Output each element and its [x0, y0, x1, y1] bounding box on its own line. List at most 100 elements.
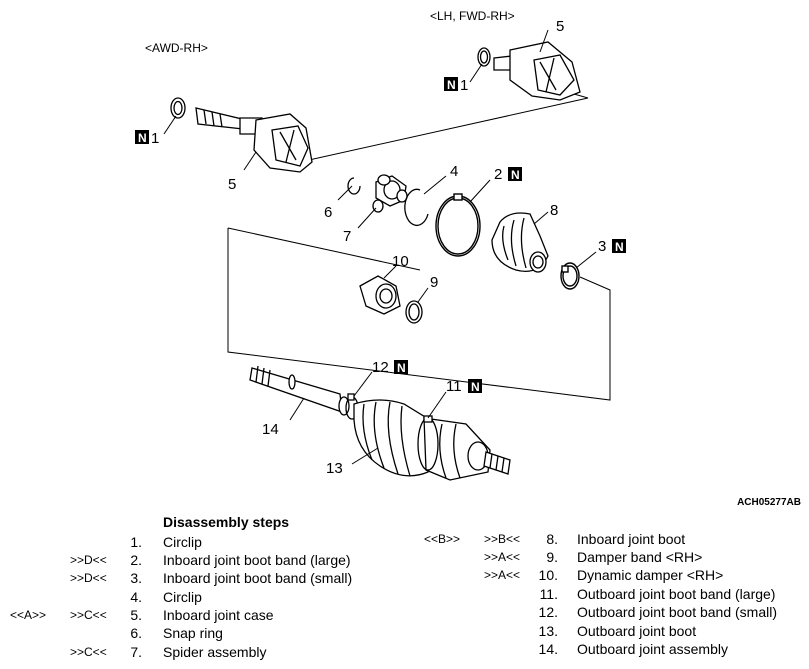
step-name: Inboard joint case: [163, 607, 274, 623]
new-part-mark-text: N: [397, 361, 406, 375]
step-number: 10.: [538, 567, 558, 583]
callouts: N 1 N 1 5 5 6 7 4 2 N 8 3 N 10 9 12 N 11…: [135, 18, 626, 477]
callout-12: 12: [372, 359, 389, 376]
new-part-mark: [612, 239, 626, 253]
callout-4: 4: [450, 163, 458, 180]
new-part-mark: [508, 167, 522, 181]
callout-5-awd: 5: [228, 176, 236, 193]
boot-band-small: [560, 262, 580, 290]
step-name: Outboard joint boot: [577, 623, 697, 639]
step-name: Inboard joint boot: [577, 531, 686, 547]
step-number: 3.: [130, 570, 142, 586]
variant-label-lh-fwd-rh: <LH, FWD-RH>: [430, 9, 515, 23]
leader-line: [469, 179, 491, 203]
new-part-mark: [444, 77, 458, 91]
step-name: Outboard joint assembly: [577, 641, 728, 657]
circlip-part-1-awd: [170, 97, 186, 119]
leader-line: [289, 397, 305, 421]
dynamic-damper: [359, 275, 401, 315]
step-number: 12.: [538, 604, 558, 620]
leader-line: [575, 251, 597, 269]
step-name: Outboard joint boot band (large): [577, 586, 776, 602]
step-number: 7.: [130, 644, 142, 660]
step-number: 14.: [538, 641, 558, 657]
leader-line: [163, 115, 177, 135]
new-part-mark-text: N: [447, 78, 456, 92]
callout-8: 8: [550, 202, 558, 219]
callout-10: 10: [392, 253, 409, 270]
snap-ring: [347, 177, 361, 195]
leader-line: [427, 391, 447, 419]
callout-6: 6: [324, 204, 332, 221]
step-ref-a: <<B>>: [424, 532, 461, 546]
step-name: Inboard joint boot band (small): [163, 570, 353, 586]
step-ref-a: <<A>>: [10, 608, 47, 622]
steps-title: Disassembly steps: [163, 514, 290, 530]
callout-11: 11: [446, 378, 462, 395]
new-part-mark-text: N: [615, 240, 624, 254]
step-number: 5.: [130, 607, 142, 623]
step-number: 11.: [539, 586, 558, 602]
outboard-joint-assembly-shaft: [249, 365, 350, 416]
step-ref-b: >>A<<: [484, 568, 521, 582]
new-part-mark-text: N: [511, 168, 520, 182]
leader-line: [533, 211, 549, 225]
step-number: 8.: [546, 531, 558, 547]
damper-band: [405, 300, 423, 324]
step-ref-b: >>C<<: [70, 645, 107, 659]
boot-band-large: [435, 193, 481, 257]
step-number: 1.: [130, 534, 142, 550]
leader-line: [383, 265, 397, 279]
step-name: Inboard joint boot band (large): [163, 552, 351, 568]
step-name: Outboard joint boot band (small): [577, 604, 777, 620]
circlip-part-1-lh: [477, 47, 491, 67]
callout-14: 14: [262, 421, 279, 438]
leader-line: [357, 207, 377, 229]
leader-line: [417, 287, 429, 303]
exploded-view-diagram: <LH, FWD-RH> <AWD-RH>: [135, 9, 626, 481]
new-part-mark-text: N: [471, 380, 480, 394]
step-name: Damper band <RH>: [577, 549, 703, 565]
step-number: 9.: [546, 549, 558, 565]
inboard-joint-case-lh: [493, 41, 581, 101]
leader-line: [353, 371, 373, 397]
new-part-mark: [135, 130, 149, 144]
step-name: Circlip: [163, 534, 202, 550]
spider-assembly: [372, 174, 408, 213]
new-part-mark: [468, 379, 482, 393]
step-number: 2.: [130, 552, 142, 568]
outboard-joint-boot: [353, 399, 511, 481]
callout-1-lh: 1: [460, 77, 468, 94]
inboard-joint-case-awd: [195, 107, 313, 173]
step-number: 6.: [130, 625, 142, 641]
step-name: Dynamic damper <RH>: [577, 567, 724, 583]
leader-line: [337, 185, 353, 201]
step-ref-b: >>D<<: [70, 553, 107, 567]
variant-label-awd-rh: <AWD-RH>: [145, 41, 208, 55]
circlip-part-4: [404, 188, 429, 226]
callout-3: 3: [598, 238, 606, 255]
callout-5-lh: 5: [556, 18, 564, 35]
callout-13: 13: [326, 460, 343, 477]
step-ref-b: >>D<<: [70, 571, 107, 585]
step-ref-b: >>B<<: [484, 532, 521, 546]
new-part-mark-text: N: [138, 131, 147, 145]
callout-1-awd: 1: [151, 130, 159, 147]
leader-line: [469, 63, 483, 83]
step-number: 4.: [130, 589, 142, 605]
inboard-joint-boot: [491, 212, 549, 273]
callout-2: 2: [494, 166, 502, 183]
figure-code: ACH05277AB: [737, 497, 801, 508]
new-part-mark: [394, 360, 408, 374]
leader-line: [539, 29, 549, 53]
leader-line: [423, 175, 447, 195]
step-number: 13.: [538, 623, 558, 639]
leader-line: [351, 447, 379, 465]
step-ref-b: >>A<<: [484, 550, 521, 564]
step-name: Spider assembly: [163, 644, 267, 660]
step-name: Snap ring: [163, 625, 223, 641]
step-ref-b: >>C<<: [70, 608, 107, 622]
callout-9: 9: [430, 274, 438, 291]
callout-7: 7: [343, 228, 351, 245]
step-name: Circlip: [163, 589, 202, 605]
